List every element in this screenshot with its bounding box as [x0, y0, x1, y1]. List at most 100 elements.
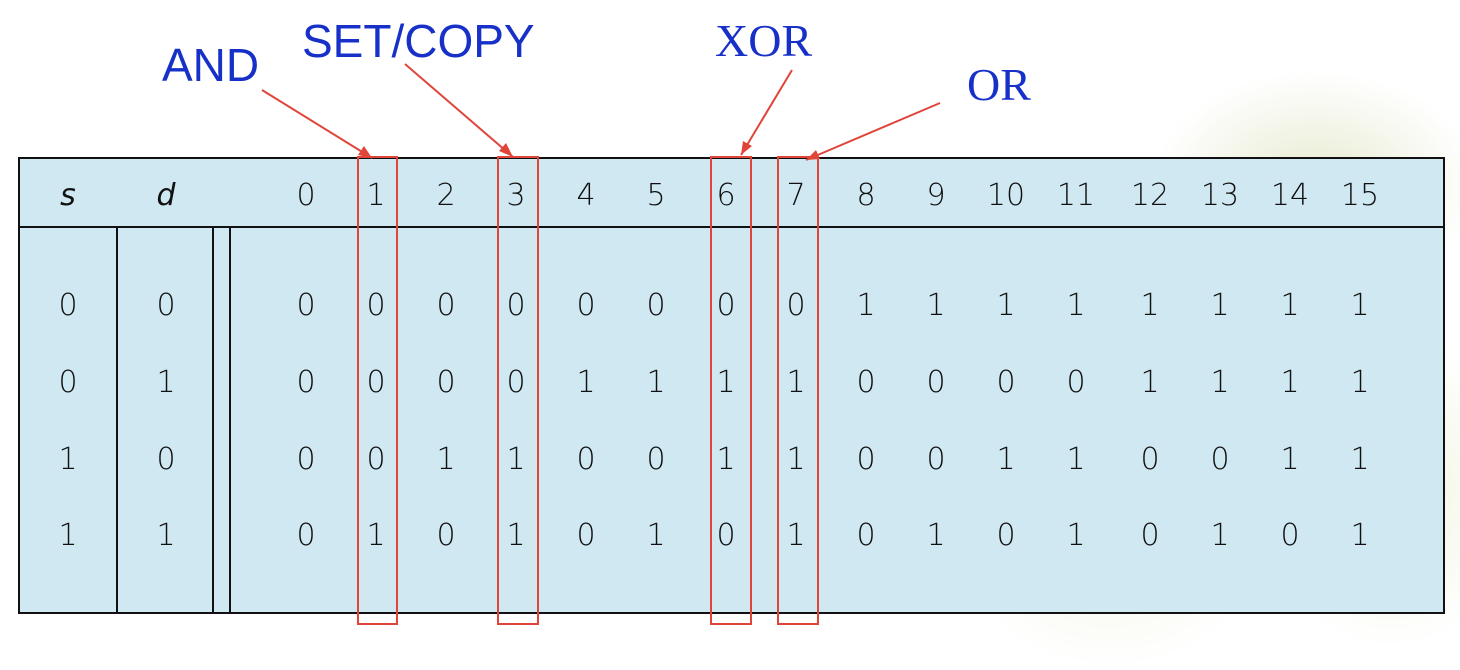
row-2-function-8: 0: [856, 442, 876, 477]
row-3-function-10: 0: [996, 518, 1016, 553]
highlight-box-function-6: [710, 156, 752, 625]
header-function-0: 0: [296, 178, 316, 213]
header-divider: [18, 226, 1445, 228]
row-2-function-1: 0: [366, 442, 386, 477]
label-or: OR: [967, 59, 1031, 110]
header-function-4: 4: [576, 178, 596, 213]
row-0-function-7: 0: [786, 288, 806, 323]
row-1-function-0: 0: [296, 365, 316, 400]
row-2-function-0: 0: [296, 442, 316, 477]
row-0-d: 0: [156, 288, 176, 323]
row-3-d: 1: [156, 518, 176, 553]
highlight-overlay: [261, 63, 941, 625]
arrow-set-copy: [404, 63, 514, 158]
row-2-s: 1: [58, 442, 78, 477]
row-1-function-10: 0: [996, 365, 1016, 400]
row-1-function-8: 0: [856, 365, 876, 400]
header-function-6: 6: [716, 178, 736, 213]
row-0-function-11: 1: [1066, 288, 1086, 323]
label-and: AND: [162, 39, 260, 91]
row-1-function-11: 0: [1066, 365, 1086, 400]
row-0-s: 0: [58, 288, 78, 323]
arrow-xor: [740, 69, 793, 156]
row-2-function-3: 1: [506, 442, 526, 477]
column-divider-inputs-second: [229, 228, 231, 614]
row-1-function-12: 1: [1140, 365, 1160, 400]
row-0-function-13: 1: [1210, 288, 1230, 323]
row-2-function-6: 1: [716, 442, 736, 477]
header-function-8: 8: [856, 178, 876, 213]
header-function-15: 15: [1340, 178, 1380, 213]
row-2-function-15: 1: [1350, 442, 1370, 477]
header-function-3: 3: [506, 178, 526, 213]
row-3-function-0: 0: [296, 518, 316, 553]
arrow-and: [261, 89, 373, 159]
row-0-function-3: 0: [506, 288, 526, 323]
row-3-s: 1: [58, 518, 78, 553]
row-3-function-1: 1: [366, 518, 386, 553]
row-0-function-12: 1: [1140, 288, 1160, 323]
arrow-or: [805, 102, 941, 161]
label-xor: XOR: [715, 15, 813, 66]
header-d: d: [156, 178, 176, 213]
highlight-box-function-7: [777, 156, 819, 625]
row-3-function-6: 0: [716, 518, 736, 553]
highlight-box-function-1: [357, 156, 398, 625]
row-3-function-13: 1: [1210, 518, 1230, 553]
row-2-d: 0: [156, 442, 176, 477]
row-1-function-5: 1: [646, 365, 666, 400]
header-function-1: 1: [366, 178, 386, 213]
row-0-function-15: 1: [1350, 288, 1370, 323]
arrowhead-xor: [741, 141, 752, 155]
row-1-function-2: 0: [436, 365, 456, 400]
column-divider-inputs: [212, 228, 214, 614]
header-function-2: 2: [436, 178, 456, 213]
row-2-function-14: 1: [1280, 442, 1300, 477]
row-0-function-5: 0: [646, 288, 666, 323]
header-function-10: 10: [986, 178, 1026, 213]
row-3-function-9: 1: [926, 518, 946, 553]
row-3-function-4: 0: [576, 518, 596, 553]
highlight-box-function-3: [497, 156, 539, 625]
row-2-function-9: 0: [926, 442, 946, 477]
row-1-function-1: 0: [366, 365, 386, 400]
header-function-14: 14: [1270, 178, 1310, 213]
header-function-9: 9: [926, 178, 946, 213]
row-3-function-11: 1: [1066, 518, 1086, 553]
row-1-s: 0: [58, 365, 78, 400]
row-2-function-12: 0: [1140, 442, 1160, 477]
row-1-function-13: 1: [1210, 365, 1230, 400]
row-2-function-4: 0: [576, 442, 596, 477]
row-0-function-2: 0: [436, 288, 456, 323]
row-0-function-1: 0: [366, 288, 386, 323]
row-2-function-2: 1: [436, 442, 456, 477]
header-function-7: 7: [786, 178, 806, 213]
truth-table-panel: [18, 157, 1445, 614]
row-0-function-4: 0: [576, 288, 596, 323]
row-1-function-14: 1: [1280, 365, 1300, 400]
row-2-function-5: 0: [646, 442, 666, 477]
row-3-function-12: 0: [1140, 518, 1160, 553]
row-3-function-15: 1: [1350, 518, 1370, 553]
row-3-function-2: 0: [436, 518, 456, 553]
row-3-function-14: 0: [1280, 518, 1300, 553]
row-2-function-7: 1: [786, 442, 806, 477]
row-3-function-5: 1: [646, 518, 666, 553]
row-1-function-4: 1: [576, 365, 596, 400]
header-function-13: 13: [1200, 178, 1240, 213]
row-0-function-8: 1: [856, 288, 876, 323]
row-0-function-9: 1: [926, 288, 946, 323]
row-3-function-3: 1: [506, 518, 526, 553]
row-0-function-14: 1: [1280, 288, 1300, 323]
header-function-12: 12: [1130, 178, 1170, 213]
row-2-function-10: 1: [996, 442, 1016, 477]
row-0-function-6: 0: [716, 288, 736, 323]
row-2-function-11: 1: [1066, 442, 1086, 477]
row-1-function-9: 0: [926, 365, 946, 400]
row-2-function-13: 0: [1210, 442, 1230, 477]
row-0-function-10: 1: [996, 288, 1016, 323]
column-divider-s-d: [116, 228, 118, 614]
row-1-function-3: 0: [506, 365, 526, 400]
arrowhead-set-copy: [499, 143, 513, 157]
header-function-5: 5: [646, 178, 666, 213]
